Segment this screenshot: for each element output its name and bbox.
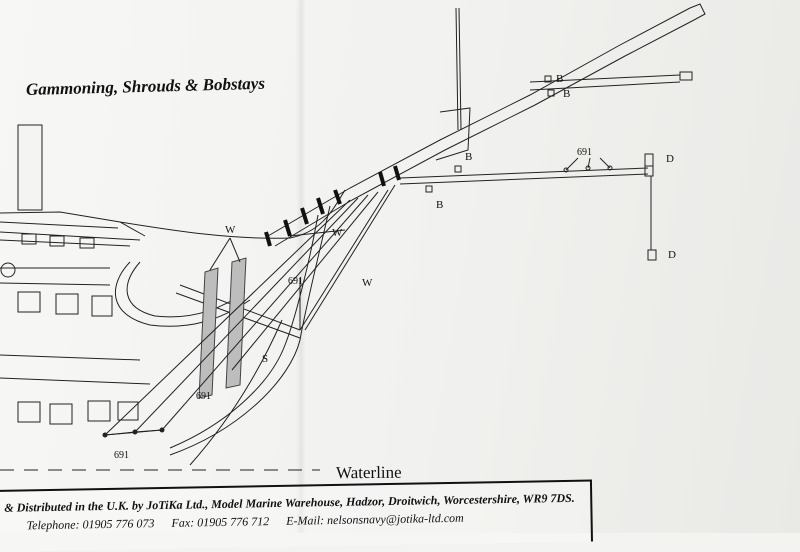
- label-b-4: B: [436, 199, 443, 211]
- footer-distributor: & Distributed in the U.K. by JoTiKa Ltd.…: [4, 490, 575, 515]
- paper-fold: [296, 0, 306, 533]
- footer-telephone: Telephone: 01905 776 073: [26, 516, 155, 533]
- label-w-1: W: [225, 224, 236, 236]
- spritsail-yard: [399, 153, 657, 261]
- jack-staff: [435, 7, 471, 161]
- rigging-lines: [104, 157, 611, 436]
- footer-box: & Distributed in the U.K. by JoTiKa Ltd.…: [0, 479, 593, 552]
- label-w-3: W: [362, 277, 373, 289]
- rigging-drawing: W W W S B B B B D D 691 691 691 691: [0, 3, 706, 471]
- label-b-1: B: [556, 73, 563, 85]
- label-s: S: [262, 353, 268, 365]
- bowsprit-bands: [264, 165, 401, 247]
- label-691-channel: 691: [196, 391, 211, 402]
- label-d-2: D: [668, 249, 676, 261]
- mast-stub: [17, 124, 43, 211]
- label-w-2: W: [332, 227, 343, 239]
- label-691-yard: 691: [577, 147, 592, 158]
- plan-sheet: [0, 0, 800, 533]
- footer-fax: Fax: 01905 776 712: [171, 514, 270, 530]
- label-b-2: B: [563, 88, 570, 100]
- gun-ports: [0, 233, 139, 425]
- fittings: [102, 75, 613, 438]
- bowsprit: [267, 3, 706, 247]
- waterline-label: Waterline: [335, 462, 402, 483]
- label-b-3: B: [465, 151, 472, 163]
- hull-outline: [0, 189, 346, 466]
- label-691-head: 691: [288, 276, 303, 287]
- footer-email: E-Mail: nelsonsnavy@jotika-ltd.com: [286, 510, 464, 528]
- label-691-bottom: 691: [114, 450, 129, 461]
- label-d-1: D: [666, 153, 674, 165]
- channels: [198, 257, 247, 399]
